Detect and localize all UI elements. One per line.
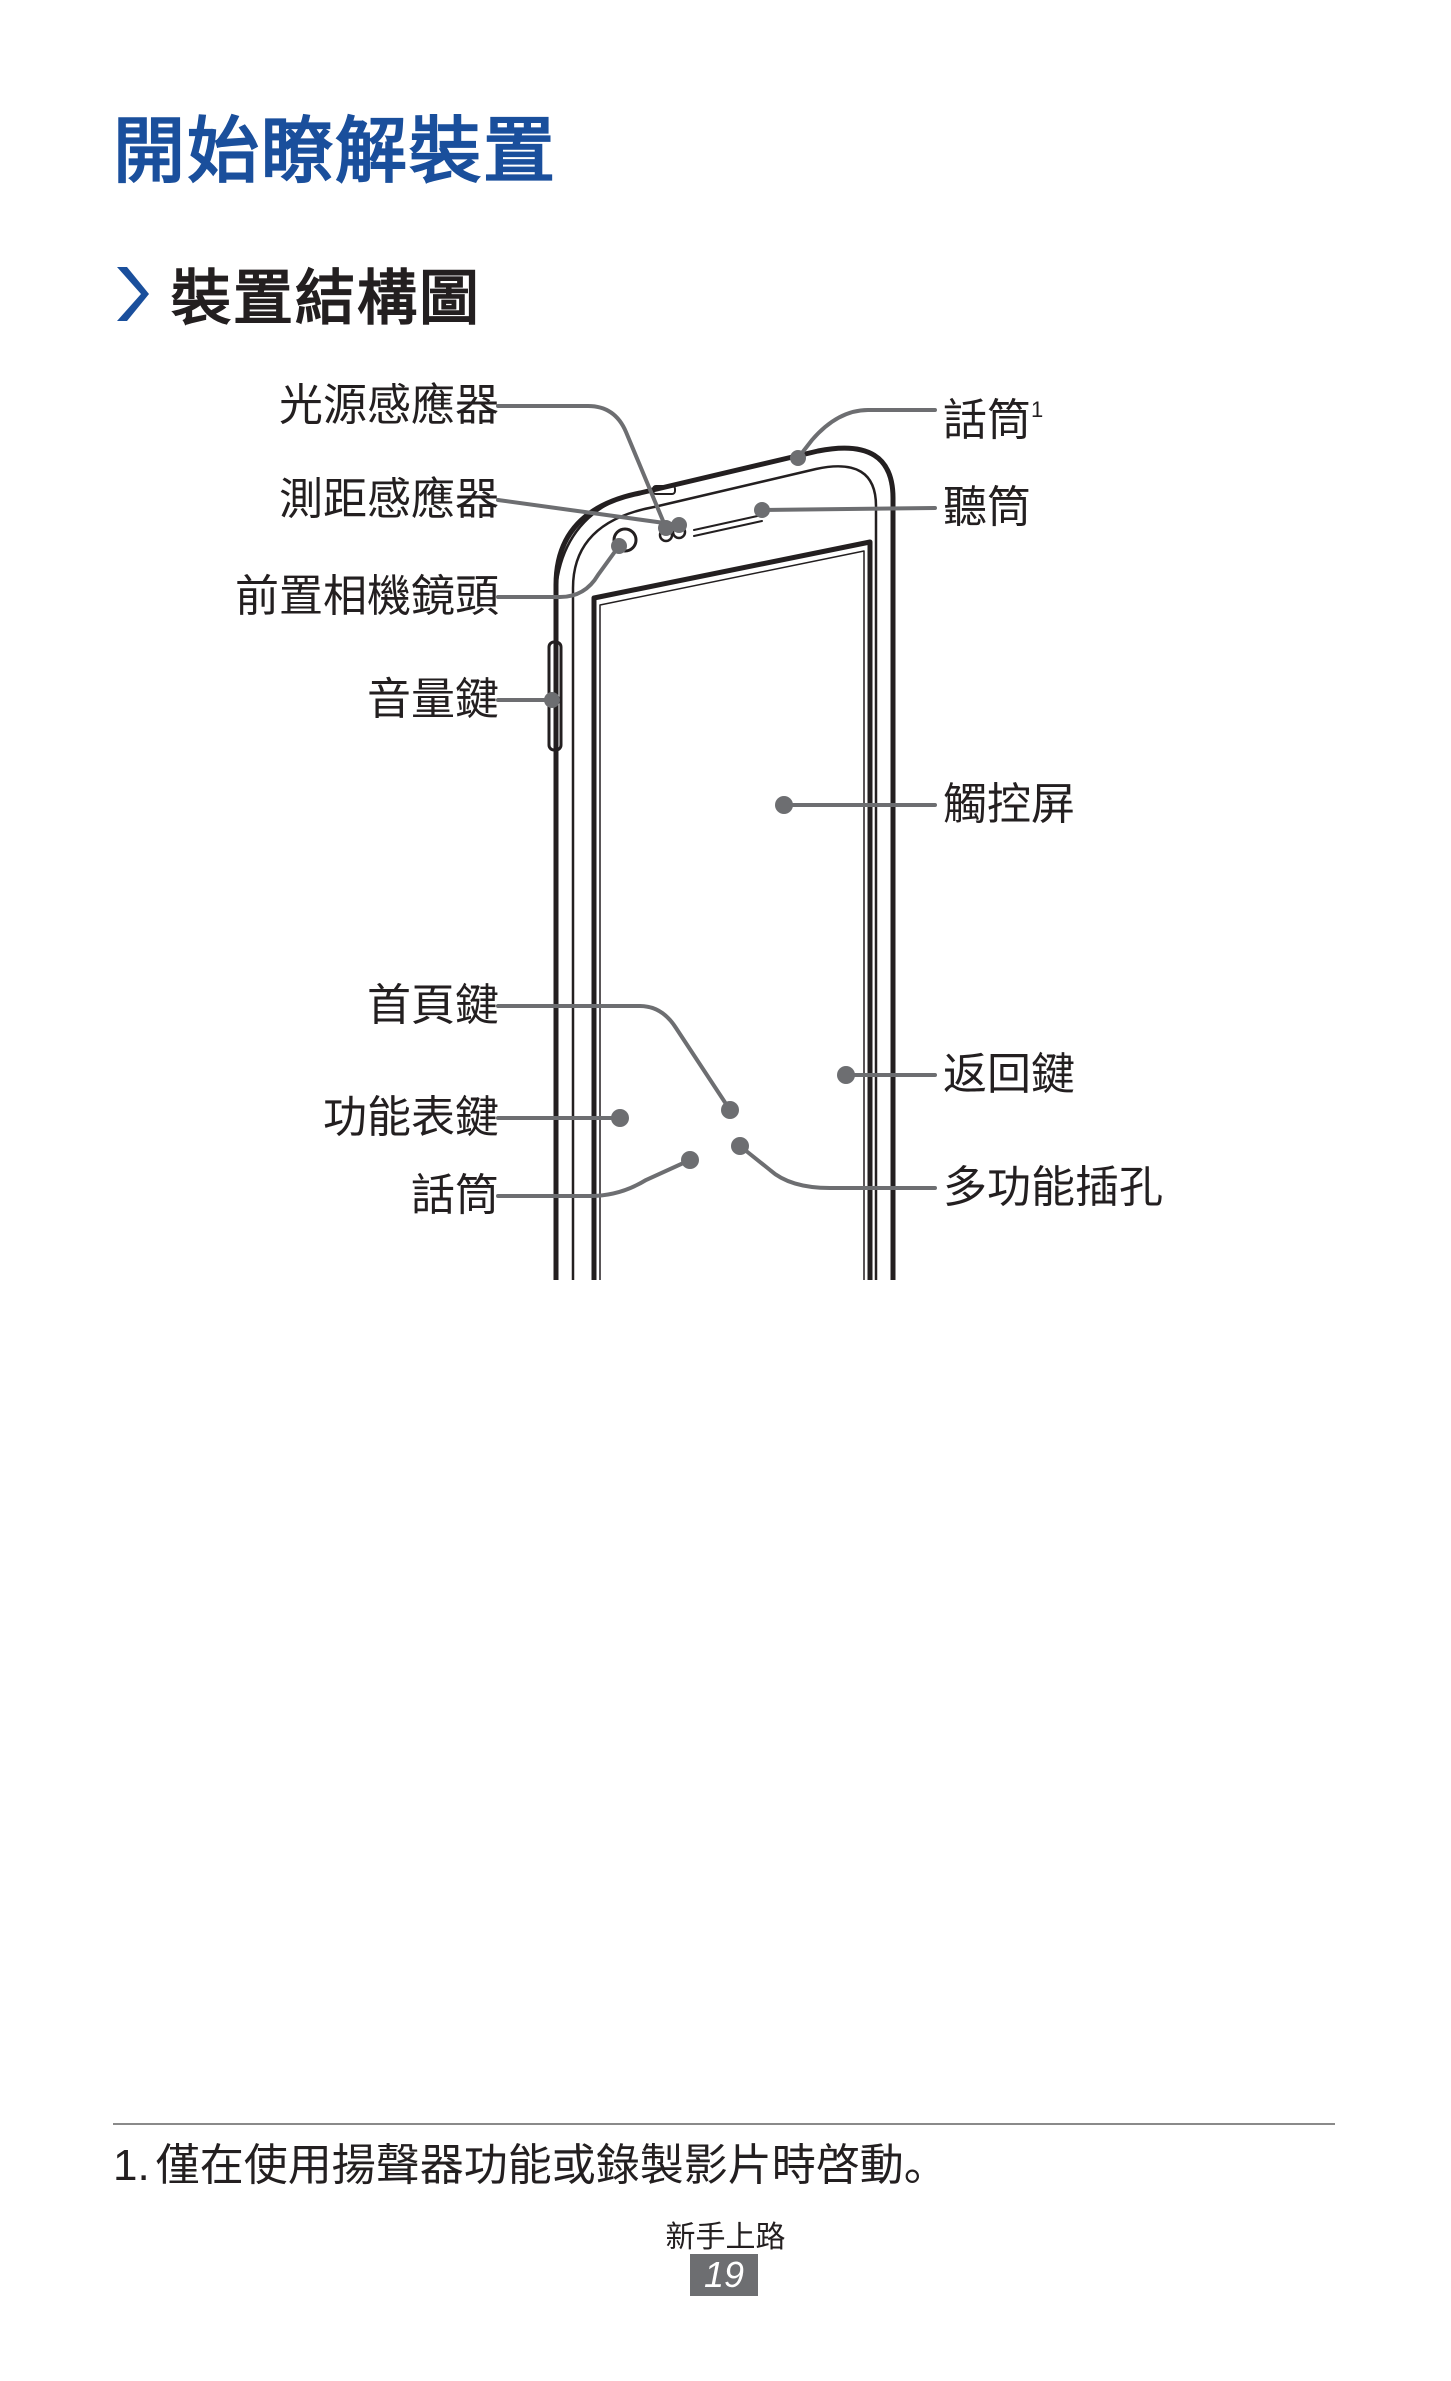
label-front-camera: 前置相機鏡頭: [235, 571, 499, 622]
footnote-marker: 1: [1031, 397, 1044, 422]
dot-volume-key: [544, 692, 560, 708]
dot-menu-key: [611, 1109, 629, 1127]
leader-earpiece: [760, 506, 937, 512]
dot-touchscreen: [775, 796, 793, 814]
dot-proximity-sensor: [671, 517, 687, 533]
dot-front-camera: [611, 538, 627, 554]
dot-mic-top: [790, 450, 806, 466]
label-volume-key: 音量鍵: [367, 674, 499, 725]
page-number: 19: [690, 2254, 758, 2296]
leader-multipurpose-jack: [738, 1144, 937, 1190]
label-touchscreen: 觸控屏: [943, 779, 1075, 830]
footnote: 1.僅在使用揚聲器功能或錄製影片時啓動。: [113, 2138, 948, 2194]
label-proximity-sensor: 測距感應器: [279, 474, 499, 525]
section-heading: 裝置結構圖: [113, 250, 481, 337]
dot-mic-bottom: [681, 1151, 699, 1169]
dot-home-key: [721, 1101, 739, 1119]
footnote-number: 1.: [113, 2141, 150, 2190]
dot-back-key: [837, 1066, 855, 1084]
device-layout-diagram: 光源感應器 測距感應器 前置相機鏡頭 音量鍵 首頁鍵 功能表鍵 話筒 話筒1 聽…: [0, 360, 1451, 1280]
label-menu-key: 功能表鍵: [323, 1092, 499, 1143]
chapter-name: 新手上路: [665, 2220, 786, 2255]
phone-side-edge: [554, 503, 608, 592]
earpiece-grille: [693, 514, 763, 537]
label-multipurpose-jack: 多功能插孔: [943, 1162, 1163, 1213]
phone-outer-body: [553, 445, 896, 1280]
label-mic-top: 話筒1: [943, 386, 1043, 445]
leader-light-sensor: [496, 404, 668, 530]
label-mic-bottom: 話筒: [411, 1170, 499, 1221]
leader-mic-top: [796, 408, 937, 460]
touchscreen-panel: [591, 539, 873, 1280]
dot-earpiece: [754, 502, 770, 518]
label-earpiece: 聽筒: [943, 482, 1031, 533]
page-title: 開始瞭解裝置: [113, 109, 558, 193]
phone-inner-bezel: [571, 465, 878, 1280]
label-back-key: 返回鍵: [943, 1049, 1075, 1100]
leader-mic-bottom: [496, 1158, 692, 1198]
phone-illustration: [496, 404, 937, 1280]
footnote-divider: [113, 2123, 1335, 2125]
chevron-right-icon: [117, 266, 149, 321]
footnote-text: 僅在使用揚聲器功能或錄製影片時啓動。: [155, 2140, 948, 2191]
section-title: 裝置結構圖: [171, 264, 481, 334]
label-home-key: 首頁鍵: [367, 980, 499, 1031]
leader-proximity-sensor: [496, 498, 681, 527]
label-light-sensor: 光源感應器: [279, 380, 499, 431]
leader-home-key: [496, 1004, 732, 1112]
dot-multipurpose-jack: [731, 1137, 749, 1155]
dot-light-sensor: [658, 520, 674, 536]
leader-front-camera: [496, 544, 621, 599]
label-mic-top-text: 話筒: [943, 395, 1031, 446]
